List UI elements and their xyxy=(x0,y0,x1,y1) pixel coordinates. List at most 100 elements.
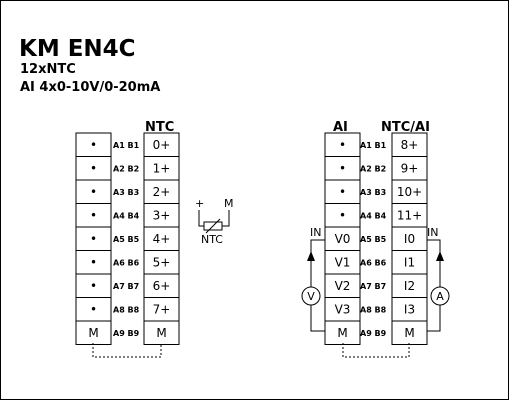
terminal-right-label: I2 xyxy=(404,279,415,293)
left-m-bridge xyxy=(92,343,162,358)
module-subtitle-ntc: 12xNTC xyxy=(20,62,76,77)
terminal-left-label: • xyxy=(339,208,346,222)
terminal-left-label: V2 xyxy=(335,279,351,293)
terminal-right-label: 3+ xyxy=(153,208,171,222)
terminal-pin-label: A3 B3 xyxy=(360,188,386,197)
terminal-pin-label: A1 B1 xyxy=(360,141,387,150)
ammeter-label: A xyxy=(436,290,444,303)
voltage-in-label: IN xyxy=(310,226,321,239)
terminal-left-label: • xyxy=(339,138,346,152)
terminal-pin-label: A3 B3 xyxy=(113,188,139,197)
current-input-wiring: IN A xyxy=(427,226,450,332)
terminal-pin-label: A6 B6 xyxy=(360,258,387,267)
terminal-right-label: 10+ xyxy=(397,185,422,199)
ntc-symbol: + M NTC xyxy=(195,197,234,246)
voltage-wire-bottom xyxy=(310,305,325,332)
left-ntc-header: NTC xyxy=(145,120,174,135)
terminal-pin-label: A4 B4 xyxy=(360,211,387,220)
terminal-left-label: V1 xyxy=(335,255,351,269)
right-ntc-ai-header: NTC/AI xyxy=(381,120,430,135)
terminal-right-label: 6+ xyxy=(153,279,171,293)
terminal-left-label: • xyxy=(339,185,346,199)
terminal-left-label: • xyxy=(90,208,97,222)
voltage-wire-top xyxy=(310,239,325,287)
terminal-pin-label: A9 B9 xyxy=(360,329,387,338)
current-in-label: IN xyxy=(427,226,438,239)
ntc-symbol-label: NTC xyxy=(201,233,223,246)
terminal-left-label: V3 xyxy=(335,302,351,316)
terminal-pin-label: A6 B6 xyxy=(113,258,140,267)
terminal-right-label: 11+ xyxy=(397,208,422,222)
terminal-pin-label: A1 B1 xyxy=(113,141,140,150)
terminal-pin-label: A7 B7 xyxy=(360,282,386,291)
terminal-row: V2 A7 B7 I2 xyxy=(324,273,428,298)
terminal-row: V1 A6 B6 I1 xyxy=(324,250,428,275)
ntc-m-label: M xyxy=(224,197,234,210)
right-ai-header: AI xyxy=(333,120,348,135)
terminal-row: M A9 B9 M xyxy=(324,320,428,345)
terminal-right-cell xyxy=(143,320,180,345)
terminal-pin-label: A2 B2 xyxy=(360,164,386,173)
terminal-pin-label: A7 B7 xyxy=(113,282,139,291)
terminal-row: • A8 B8 7+ xyxy=(75,297,180,322)
terminal-pin-label: A8 B8 xyxy=(113,305,140,314)
module-title: KM EN4C xyxy=(19,36,136,62)
terminal-right-label: 8+ xyxy=(401,138,419,152)
terminal-left-label: M xyxy=(337,326,347,340)
terminal-right-label: M xyxy=(156,326,166,340)
terminal-left-label: V0 xyxy=(335,232,351,246)
terminal-right-label: 5+ xyxy=(153,255,171,269)
terminal-row: • A3 B3 10+ xyxy=(324,179,428,204)
terminal-right-label: 7+ xyxy=(153,302,171,316)
terminal-right-label: M xyxy=(404,326,414,340)
module-subtitle-ai: AI 4x0-10V/0-20mA xyxy=(20,80,160,95)
terminal-pin-label: A9 B9 xyxy=(113,329,140,338)
current-arrow-icon xyxy=(436,251,444,261)
ntc-plus-label: + xyxy=(195,197,204,210)
terminal-row: V0 A5 B5 I0 xyxy=(324,226,428,251)
ntc-left-lead xyxy=(198,210,204,227)
terminal-right-label: I1 xyxy=(404,255,415,269)
left-terminal-block: • A1 B1 0+ • A2 B2 1+ • A3 B3 2+ • A4 B4 3+ • A5 B5 4+… xyxy=(75,132,180,345)
terminal-pin-label: A2 B2 xyxy=(113,164,139,173)
terminal-row: • A4 B4 3+ xyxy=(75,203,180,228)
terminal-left-label: • xyxy=(90,232,97,246)
terminal-row: • A4 B4 11+ xyxy=(324,203,428,228)
terminal-pin-label: A4 B4 xyxy=(113,211,140,220)
current-wire-bottom xyxy=(427,305,441,332)
terminal-right-label: 2+ xyxy=(153,185,171,199)
current-wire-top xyxy=(427,239,441,287)
terminal-pin-label: A5 B5 xyxy=(113,235,140,244)
terminal-left-label: • xyxy=(90,255,97,269)
terminal-right-label: 1+ xyxy=(153,161,171,175)
terminal-left-label: • xyxy=(90,138,97,152)
terminal-left-label: • xyxy=(90,279,97,293)
terminal-pin-label: A8 B8 xyxy=(360,305,387,314)
right-m-bridge xyxy=(342,343,410,358)
terminal-left-label: M xyxy=(88,326,98,340)
terminal-right-label: 4+ xyxy=(153,232,171,246)
terminal-row: • A1 B1 8+ xyxy=(324,132,428,157)
terminal-row: • A6 B6 5+ xyxy=(75,250,180,275)
terminal-left-label: • xyxy=(90,185,97,199)
ntc-slash xyxy=(205,218,221,234)
terminal-row: • A3 B3 2+ xyxy=(75,179,180,204)
terminal-right-label: 0+ xyxy=(153,138,171,152)
terminal-left-label: • xyxy=(339,161,346,175)
terminal-left-label: • xyxy=(90,302,97,316)
voltage-arrow-icon xyxy=(307,251,315,261)
voltage-input-wiring: IN V xyxy=(301,226,325,332)
voltmeter-label: V xyxy=(307,290,315,303)
terminal-right-label: I0 xyxy=(404,232,415,246)
terminal-pin-label: A5 B5 xyxy=(360,235,387,244)
terminal-row: V3 A8 B8 I3 xyxy=(324,297,428,322)
terminal-row: • A7 B7 6+ xyxy=(75,273,180,298)
terminal-row: • A1 B1 0+ xyxy=(75,132,180,157)
terminal-right-label: I3 xyxy=(404,302,415,316)
terminal-row: • A5 B5 4+ xyxy=(75,226,180,251)
ntc-right-lead xyxy=(222,210,230,227)
